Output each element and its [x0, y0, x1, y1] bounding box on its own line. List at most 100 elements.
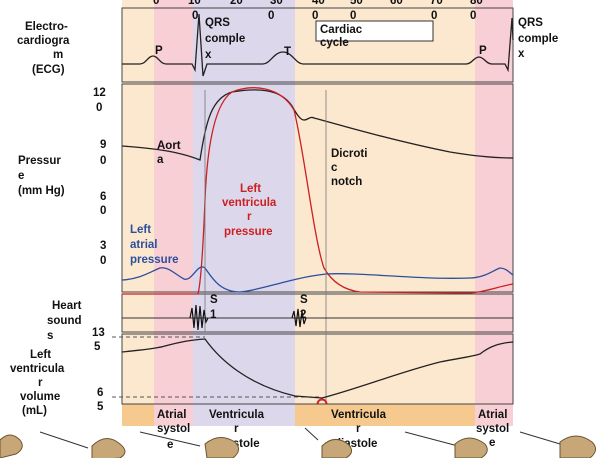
lv-pressure-label-4: pressure	[224, 226, 273, 238]
band-diastole-left	[122, 0, 154, 405]
pressure-panel	[121, 83, 514, 293]
time-tick-row2-1: 0	[268, 10, 274, 22]
aorta-label-1: Aort	[157, 140, 181, 152]
pressure-section: Pressur e (mm Hg) 12 0 9 0 6 0 3 0 Aort …	[18, 87, 514, 295]
pressure-tick-30-a: 3	[100, 240, 106, 252]
pressure-tick-120-b: 0	[96, 102, 102, 114]
heart-illustration-6	[559, 435, 596, 458]
ecg-qrs-right-3: x	[518, 48, 525, 60]
heart-sound-label-1: Heart	[52, 300, 82, 312]
band-ventricular-systole	[193, 0, 295, 405]
phase-vd-line-2: r	[356, 423, 361, 435]
cardiac-cycle-box	[315, 20, 434, 42]
s1-burst	[189, 304, 209, 331]
time-tick-1: 10	[188, 0, 201, 7]
volume-tick-65-b: 5	[97, 401, 104, 413]
ecg-t-label: T	[284, 46, 291, 58]
phase-atrial-1-line-3: e	[167, 439, 173, 451]
volume-tick-65-a: 6	[97, 387, 103, 399]
heart-illustration-3	[204, 437, 239, 458]
aorta-label-2: a	[157, 154, 164, 166]
ecg-label-4: (ECG)	[32, 64, 65, 76]
s2-burst	[291, 308, 307, 328]
ecg-label-1: Electro-	[25, 21, 68, 33]
ecg-qrs-right-1: QRS	[518, 17, 543, 29]
ecg-p-label-2: P	[479, 45, 487, 57]
time-tick-5: 50	[350, 0, 363, 7]
volume-label-3: r	[38, 377, 43, 389]
cardiac-cycle-label-2: cycle	[320, 37, 349, 49]
atrial-pressure-label-1: Left	[130, 224, 151, 236]
time-tick-row2-3: 0	[350, 10, 356, 22]
ecg-panel	[121, 7, 514, 83]
atrial-pressure-label-3: pressure	[130, 254, 179, 266]
phase-vs-line-1: Ventricula	[209, 409, 265, 421]
ecg-trace	[122, 13, 514, 77]
time-tick-row: 0 10 20 30 40 50 60 70 80 0 0 0 0 0 0	[153, 0, 483, 22]
phase-bar-atrial-1	[154, 404, 193, 426]
time-tick-7: 70	[430, 0, 443, 7]
heart-sound-panel	[121, 293, 514, 333]
arrow-5	[519, 431, 561, 445]
aortic-pressure-curve	[121, 89, 514, 161]
time-tick-4: 40	[312, 0, 325, 7]
phase-atrial-2-line-3: e	[489, 437, 495, 449]
ecg-qrs-label-2: comple	[205, 33, 245, 45]
time-tick-8: 80	[470, 0, 483, 7]
heart-illustration-1	[0, 434, 23, 458]
phase-atrial-2-line-2: systol	[476, 423, 509, 435]
vertical-markers	[204, 90, 327, 404]
volume-label-4: volume	[20, 391, 60, 403]
time-tick-0: 0	[153, 0, 159, 7]
lv-pressure-label-1: Left	[240, 183, 261, 195]
pressure-label-1: Pressur	[18, 155, 61, 167]
time-tick-row2-4: 0	[431, 10, 437, 22]
ecg-label-3: m	[53, 49, 63, 61]
time-tick-row2-5: 0	[470, 10, 476, 22]
pressure-tick-60-b: 0	[100, 205, 106, 217]
time-tick-row2-2: 0	[312, 10, 318, 22]
pressure-tick-60-a: 6	[100, 191, 106, 203]
time-tick-3: 30	[270, 0, 283, 7]
lv-pressure-label-2: ventricula	[222, 197, 277, 209]
ecg-section: Electro- cardiogra m (ECG) P P T QRS com…	[17, 13, 558, 77]
atrial-pressure-label-2: atrial	[130, 239, 158, 251]
pressure-tick-120-a: 12	[93, 87, 106, 99]
phase-vd-line-1: Ventricula	[331, 409, 387, 421]
volume-tick-135-b: 5	[94, 341, 101, 353]
band-atrial-systole-2	[475, 0, 513, 405]
bottom-heart-strip	[0, 427, 596, 458]
lv-volume-curve	[121, 338, 514, 399]
heart-sound-section: Heart sound s S 1 S 2	[47, 294, 513, 342]
pressure-tick-90-a: 9	[100, 139, 106, 151]
pressure-tick-90-b: 0	[100, 155, 106, 167]
phase-atrial-2-line-1: Atrial	[478, 409, 507, 421]
pressure-label-2: e	[18, 170, 24, 182]
ecg-qrs-label-1: QRS	[205, 17, 230, 29]
phase-atrial-1-line-2: systol	[157, 423, 190, 435]
arrow-2	[139, 431, 201, 447]
heart-illustration-2	[91, 438, 126, 458]
heart-illustration-4	[321, 439, 352, 458]
pressure-tick-30-b: 0	[100, 255, 106, 267]
phase-bar: Atrial systol e Ventricula r systol e Ven…	[122, 403, 513, 451]
s2-label-1: S	[300, 294, 308, 306]
volume-label-1: Left	[30, 349, 51, 361]
lv-pressure-label-3: r	[247, 211, 252, 223]
s1-label-1: S	[210, 294, 218, 306]
ecg-p-label: P	[155, 45, 163, 57]
band-ventricular-diastole	[295, 0, 475, 405]
phase-bar-atrial-2	[475, 404, 513, 426]
s1-label-2: 1	[210, 309, 217, 321]
arrow-3	[304, 427, 319, 441]
cardiac-cycle-label-1: Cardiac	[320, 24, 363, 36]
volume-tick-135-a: 13	[92, 327, 105, 339]
arrow-1	[39, 431, 89, 449]
ecg-qrs-label-3: x	[205, 49, 212, 61]
time-tick-6: 60	[390, 0, 403, 7]
arrow-4	[404, 431, 459, 447]
s2-label-2: 2	[300, 309, 306, 321]
dicrotic-label-3: notch	[331, 176, 362, 188]
